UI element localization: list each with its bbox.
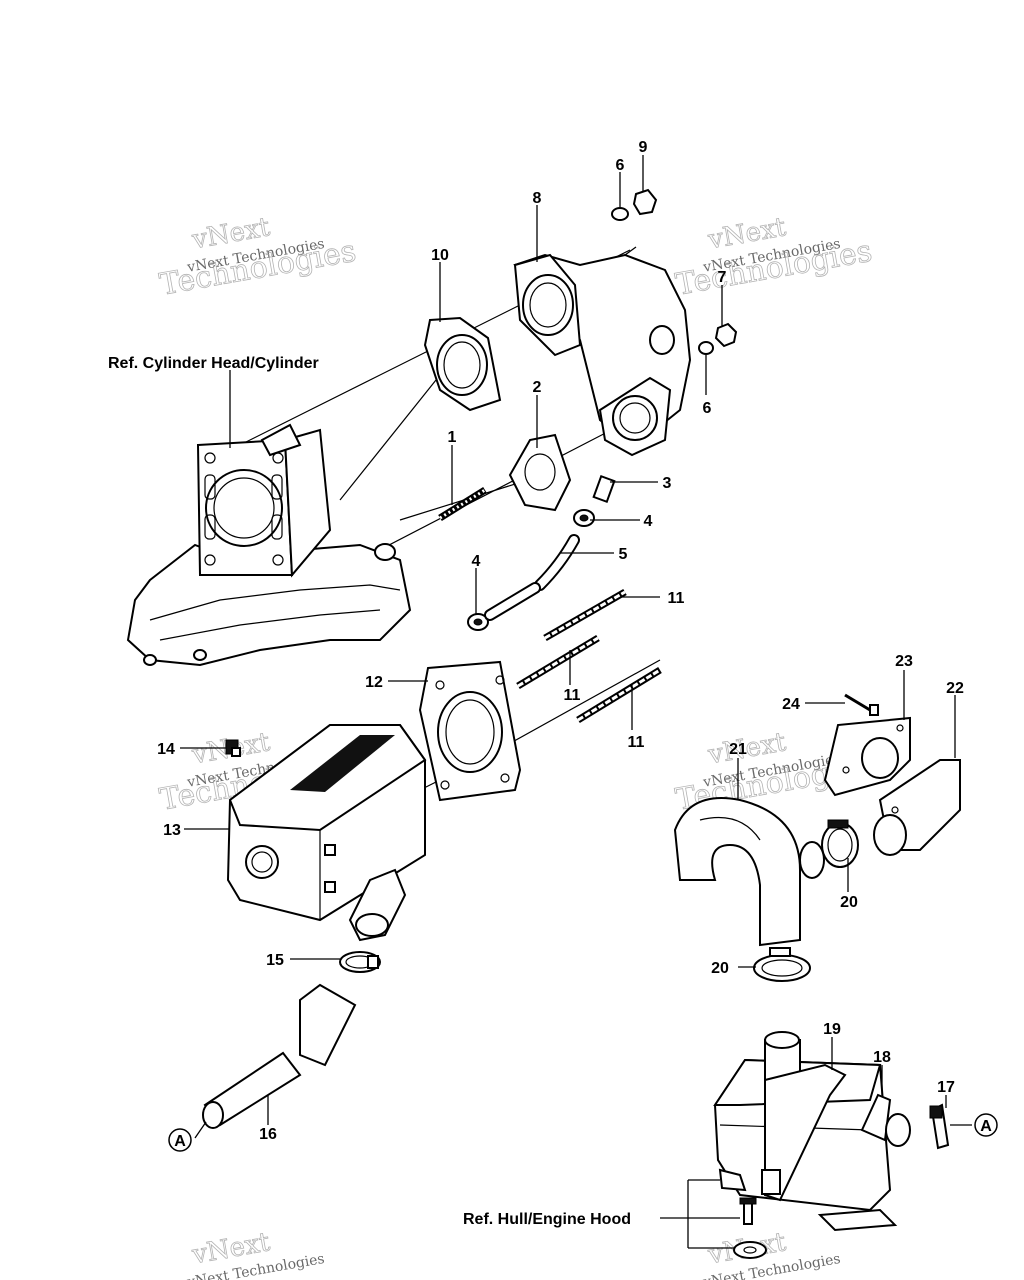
callout-16: 16 [259, 1126, 277, 1143]
part-17-clamp [929, 1103, 950, 1150]
ref-hull-engine-hood-label: Ref. Hull/Engine Hood [463, 1211, 631, 1228]
callout-6-upper: 6 [616, 157, 625, 174]
hull-mount-hardware [733, 1197, 767, 1259]
callout-4-lower: 4 [472, 553, 481, 570]
part-18-pipe [860, 1093, 911, 1147]
callout-21: 21 [729, 741, 747, 758]
callout-22: 22 [946, 680, 964, 697]
callout-19: 19 [823, 1021, 841, 1038]
part-9-nut [632, 188, 658, 216]
callout-24: 24 [782, 696, 800, 713]
callout-labels: 1 2 3 4 4 5 6 6 7 8 9 10 11 11 11 12 13 … [157, 139, 964, 1143]
part-3-fitting [592, 474, 616, 504]
connector-a-right: A [974, 1113, 998, 1137]
callout-9: 9 [639, 139, 648, 156]
part-15-clamp [339, 951, 381, 973]
callout-1: 1 [448, 429, 457, 446]
callout-11-c: 11 [628, 734, 645, 751]
callout-13: 13 [163, 822, 181, 839]
exhaust-manifold [126, 423, 412, 667]
callout-18: 18 [873, 1049, 891, 1066]
part-24-bolt [844, 693, 879, 716]
part-14-plug [225, 739, 241, 757]
part-11-studs [516, 588, 662, 723]
callout-6-lower: 6 [703, 400, 712, 417]
callout-4-upper: 4 [644, 513, 653, 530]
watermark-bottom-right: vNext vNext Technologies [701, 1227, 842, 1280]
watermark-top-left: vNext vNext Technologies Technologies [157, 212, 359, 303]
part-10-gasket [423, 316, 502, 412]
part-6-washer-upper [611, 207, 629, 221]
part-7-nut [714, 322, 738, 348]
callout-7: 7 [718, 269, 727, 286]
part-4-clamp-lower [467, 613, 489, 631]
leader-lines [180, 155, 972, 1249]
part-21-elbow-pipe [673, 797, 825, 947]
callout-8: 8 [533, 190, 542, 207]
part-19-resonator [713, 1031, 898, 1232]
callout-23: 23 [895, 653, 913, 670]
part-12-gasket [418, 660, 522, 802]
svg-text:A: A [980, 1118, 992, 1135]
part-2-gasket [508, 433, 572, 512]
connector-a-left: A [168, 1128, 192, 1152]
callout-5: 5 [619, 546, 628, 563]
part-23-plate [823, 716, 911, 797]
part-8-exhaust-pipe [513, 246, 692, 457]
callout-15: 15 [266, 952, 284, 969]
callout-10: 10 [431, 247, 449, 264]
callout-17: 17 [937, 1079, 955, 1096]
ref-cylinder-head-label: Ref. Cylinder Head/Cylinder [108, 355, 319, 372]
part-6-washer-lower [698, 341, 714, 355]
callout-20-lower: 20 [711, 960, 729, 977]
part-16-hose [202, 983, 357, 1129]
svg-text:A: A [174, 1133, 186, 1150]
part-5-hose [484, 534, 580, 621]
part-20-clamp-lower [753, 947, 811, 982]
part-1-stud [438, 487, 487, 521]
callout-12: 12 [365, 674, 383, 691]
watermark-top-right: vNext vNext Technologies Technologies [673, 212, 875, 303]
part-4-clamp-upper [573, 509, 595, 527]
callout-14: 14 [157, 741, 175, 758]
part-13-muffler [226, 724, 427, 942]
part-20-clamp-upper [821, 819, 859, 868]
watermark-bottom-left: vNext vNext Technologies [185, 1227, 326, 1280]
callout-3: 3 [663, 475, 672, 492]
callout-20-upper: 20 [840, 894, 858, 911]
part-22-outlet-cover [873, 759, 961, 856]
callout-11-b: 11 [564, 687, 581, 704]
callout-11-a: 11 [668, 590, 685, 607]
callout-2: 2 [533, 379, 542, 396]
